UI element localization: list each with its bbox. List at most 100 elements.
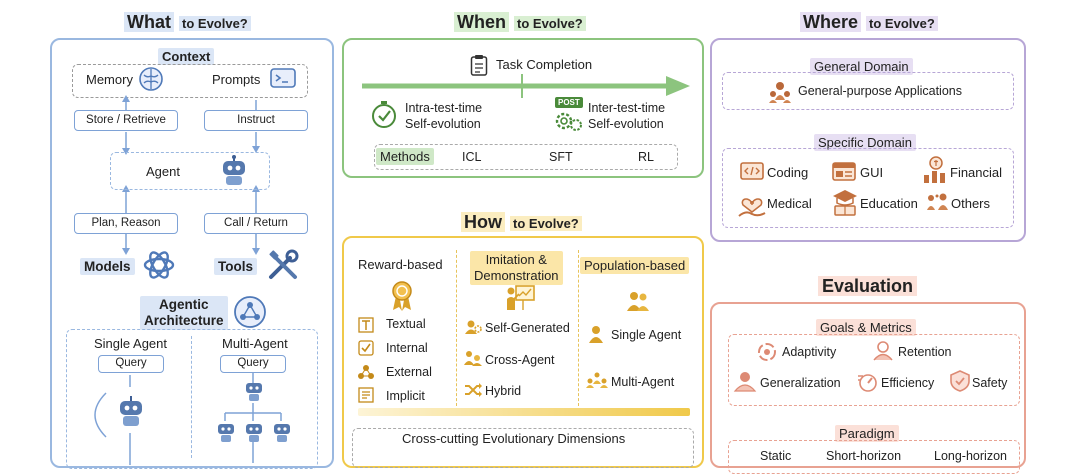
where-panel (710, 38, 1026, 242)
inter-test-time-label: Inter-test-time Self-evolution (588, 101, 666, 131)
generalization-label: Generalization (760, 376, 841, 390)
paradigm-long-horizon: Long-horizon (934, 449, 1007, 463)
how-gradient-bar (358, 408, 690, 416)
store-retrieve-box: Store / Retrieve (74, 110, 178, 131)
specific-domain-box (722, 148, 1014, 228)
reward-item-internal: Internal (386, 341, 428, 355)
safety-label: Safety (972, 376, 1008, 390)
where-title: Where to Evolve? (800, 12, 938, 33)
checklist-icon (358, 340, 374, 359)
goals-metrics-box (728, 334, 1020, 406)
worker-robot-icon-2 (244, 421, 264, 446)
what-arrows (122, 95, 260, 255)
coding-label: Coding (767, 165, 809, 180)
timeline-arrow (362, 74, 690, 98)
multi-agent-label: Multi-Agent (222, 336, 288, 351)
efficiency-icon (857, 371, 879, 396)
population-icon (626, 290, 650, 315)
general-domain-box (722, 72, 1014, 110)
single-robot-icon (116, 394, 146, 431)
call-return-box: Call / Return (204, 213, 308, 234)
imitation-item-cross-agent: Cross-Agent (485, 353, 555, 367)
cross-agent-icon (464, 350, 482, 369)
safety-icon (950, 370, 970, 395)
text-icon (358, 317, 374, 336)
paradigm-static: Static (760, 449, 792, 463)
multi-agent-icon (586, 372, 608, 391)
memory-label: Memory (86, 72, 133, 87)
query-single-box: Query (98, 355, 164, 373)
adaptivity-icon (756, 341, 778, 366)
agentic-architecture-label: Agentic Architecture (140, 296, 228, 330)
query-multi-box: Query (220, 355, 286, 373)
plan-reason-box: Plan, Reason (74, 213, 178, 234)
stopwatch-icon (370, 100, 398, 133)
medical-label: Medical (767, 196, 812, 211)
reward-item-implicit: Implicit (386, 389, 425, 403)
context-label: Context (158, 48, 215, 65)
when-panel (342, 38, 704, 178)
prompts-label: Prompts (212, 72, 261, 87)
lead-robot-icon (244, 380, 264, 405)
robot-icon (218, 154, 250, 189)
tools-icon (266, 248, 300, 285)
methods-label: Methods (376, 148, 434, 165)
teacher-icon (504, 284, 536, 315)
models-label: Models (80, 258, 135, 275)
efficiency-label: Efficiency (881, 376, 935, 390)
medal-icon (390, 280, 414, 315)
gui-label: GUI (860, 165, 884, 180)
goals-metrics-label: Goals & Metrics (816, 319, 916, 336)
gears-icon (554, 110, 584, 135)
openai-icon (142, 248, 176, 285)
how-title: How to Evolve? (461, 212, 582, 233)
method-sft: SFT (549, 150, 573, 164)
education-label: Education (860, 196, 918, 211)
worker-robot-icon-1 (216, 421, 236, 446)
reward-item-external: External (386, 365, 432, 379)
evaluation-title: Evaluation (818, 276, 918, 297)
retention-icon (872, 340, 894, 365)
others-label: Others (951, 196, 991, 211)
intra-test-time-label: Intra-test-time Self-evolution (405, 101, 483, 131)
imitation-demonstration-label: Imitation & Demonstration (470, 251, 563, 285)
imitation-item-hybrid: Hybrid (485, 384, 522, 398)
generalization-icon (733, 370, 757, 395)
method-rl: RL (638, 150, 654, 164)
retention-label: Retention (898, 345, 952, 359)
reward-based-label: Reward-based (358, 257, 443, 272)
paradigm-short-horizon: Short-horizon (826, 449, 902, 463)
financial-icon (922, 156, 948, 187)
general-apps-label: General-purpose Applications (798, 84, 962, 98)
architecture-divider (191, 336, 192, 458)
agent-label: Agent (146, 164, 180, 179)
methods-box (374, 144, 678, 170)
single-agent-label: Single Agent (94, 336, 168, 351)
people-icon (768, 80, 792, 107)
cross-cutting-label: Cross-cutting Evolutionary Dimensions (402, 431, 626, 446)
others-icon (926, 192, 950, 215)
architecture-icon (232, 294, 268, 333)
how-divider-2 (578, 250, 579, 406)
agent-box (110, 152, 270, 190)
brain-icon (138, 66, 164, 95)
clipboard-icon (470, 54, 488, 79)
post-badge: POST (555, 97, 583, 108)
medical-icon (738, 192, 766, 221)
hybrid-icon (464, 383, 482, 400)
multi-agent-tree (224, 373, 282, 463)
what-title: What to Evolve? (124, 12, 251, 33)
adaptivity-label: Adaptivity (782, 345, 837, 359)
population-based-label: Population-based (580, 257, 690, 274)
prompt-icon (270, 68, 296, 93)
single-agent-icon (588, 325, 604, 346)
specific-domain-label: Specific Domain (814, 134, 916, 151)
network-icon (357, 364, 375, 383)
task-completion-label: Task Completion (496, 57, 593, 72)
education-icon (832, 188, 858, 219)
gui-icon (832, 162, 856, 185)
financial-label: Financial (950, 165, 1003, 180)
instruct-box: Instruct (204, 110, 308, 131)
worker-robot-icon-3 (272, 421, 292, 446)
self-generated-icon (464, 319, 482, 338)
